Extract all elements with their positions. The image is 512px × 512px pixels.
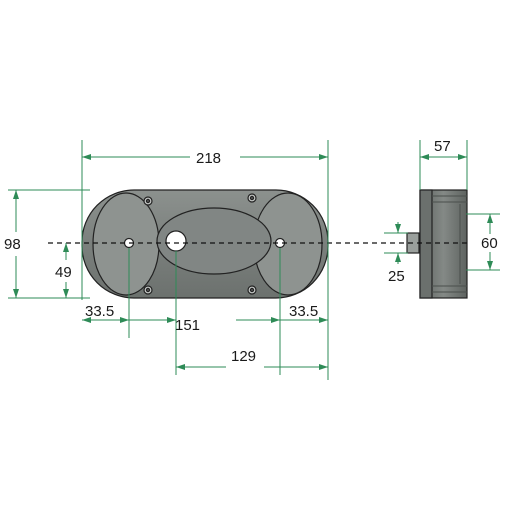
side-view	[406, 189, 468, 299]
dim-right-span: 129	[176, 348, 328, 370]
dim-connector: 25	[384, 222, 408, 285]
front-view	[81, 189, 329, 299]
dim-right-span-label: 129	[231, 348, 256, 365]
dim-depth-label: 57	[434, 138, 451, 155]
dim-side-height-label: 60	[481, 235, 498, 252]
dim-overall-width-label: 218	[196, 150, 221, 167]
dim-overall-width: 218	[81, 140, 329, 380]
dim-left-offset: 33.5	[82, 248, 130, 338]
dim-height-label: 98	[4, 236, 21, 253]
mounting-screws	[143, 193, 257, 295]
dim-centre-offset: 151	[129, 251, 200, 375]
dim-height: 98	[4, 189, 90, 299]
dim-centre-height: 49	[55, 243, 72, 298]
dimensions: 218 98 49 33.5	[4, 138, 500, 380]
dim-side-height: 60	[466, 213, 500, 271]
centre-hole	[165, 230, 187, 252]
dim-right-offset: 33.5	[236, 248, 328, 375]
dim-centre-height-label: 49	[55, 264, 72, 281]
centre-plate	[156, 207, 272, 275]
dim-connector-label: 25	[388, 268, 405, 285]
dim-depth: 57	[419, 138, 468, 190]
side-ribs	[432, 195, 467, 293]
dim-left-offset-label: 33.5	[85, 303, 114, 320]
dim-right-offset-label: 33.5	[289, 303, 318, 320]
side-rim	[419, 189, 433, 299]
dim-centre-offset-label: 151	[175, 317, 200, 334]
